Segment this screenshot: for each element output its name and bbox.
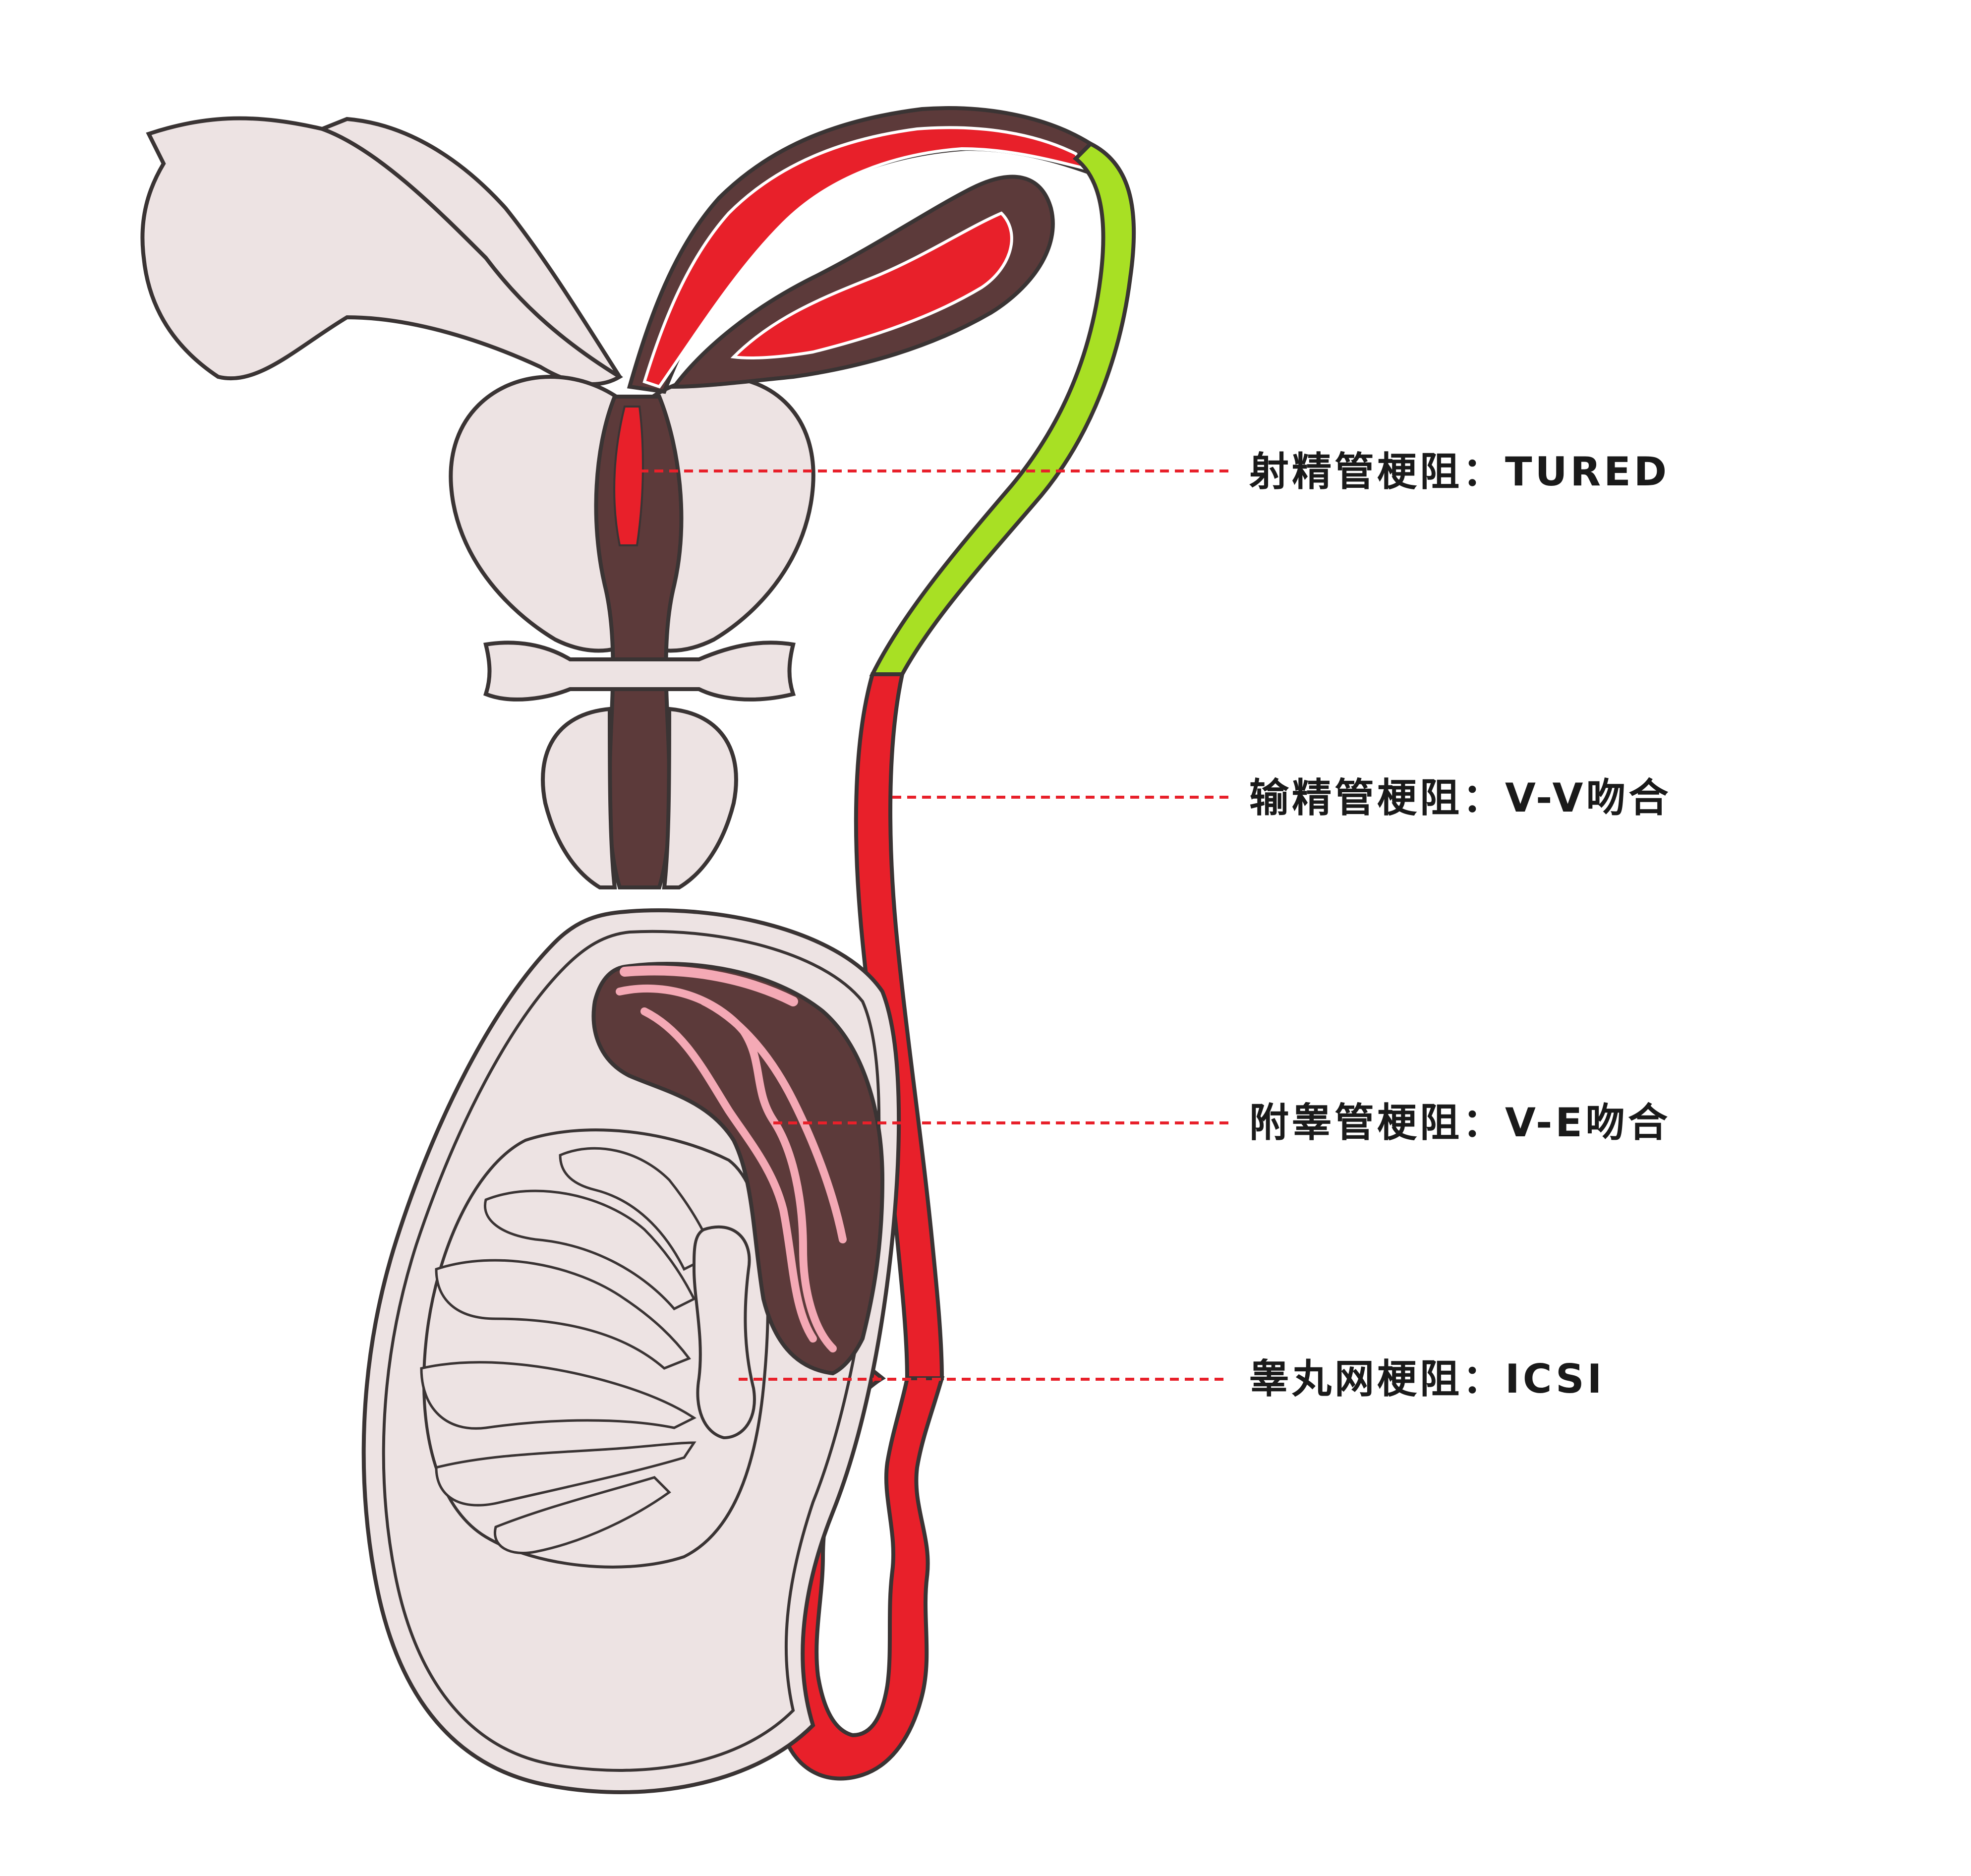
seminal-vesicle-left xyxy=(140,116,623,386)
label-rete-testis-obstruction: 睾丸网梗阻：ICSI xyxy=(1249,1356,1605,1402)
epididymis xyxy=(591,962,885,1376)
urethra xyxy=(594,395,684,889)
bulb xyxy=(541,706,738,889)
label-ejaculatory-duct-obstruction: 射精管梗阻：TURED xyxy=(1249,449,1670,495)
leader-lines xyxy=(625,469,1229,1381)
seminiferous-lobules xyxy=(420,1147,716,1555)
urogenital-diaphragm xyxy=(483,641,796,702)
label-vas-deferens-obstruction: 输精管梗阻：V-V吻合 xyxy=(1249,775,1672,821)
label-epididymal-obstruction: 附睾管梗阻：V-E吻合 xyxy=(1249,1100,1671,1146)
rete-testis xyxy=(692,1225,756,1440)
seminal-vesicle-right xyxy=(670,175,1055,389)
